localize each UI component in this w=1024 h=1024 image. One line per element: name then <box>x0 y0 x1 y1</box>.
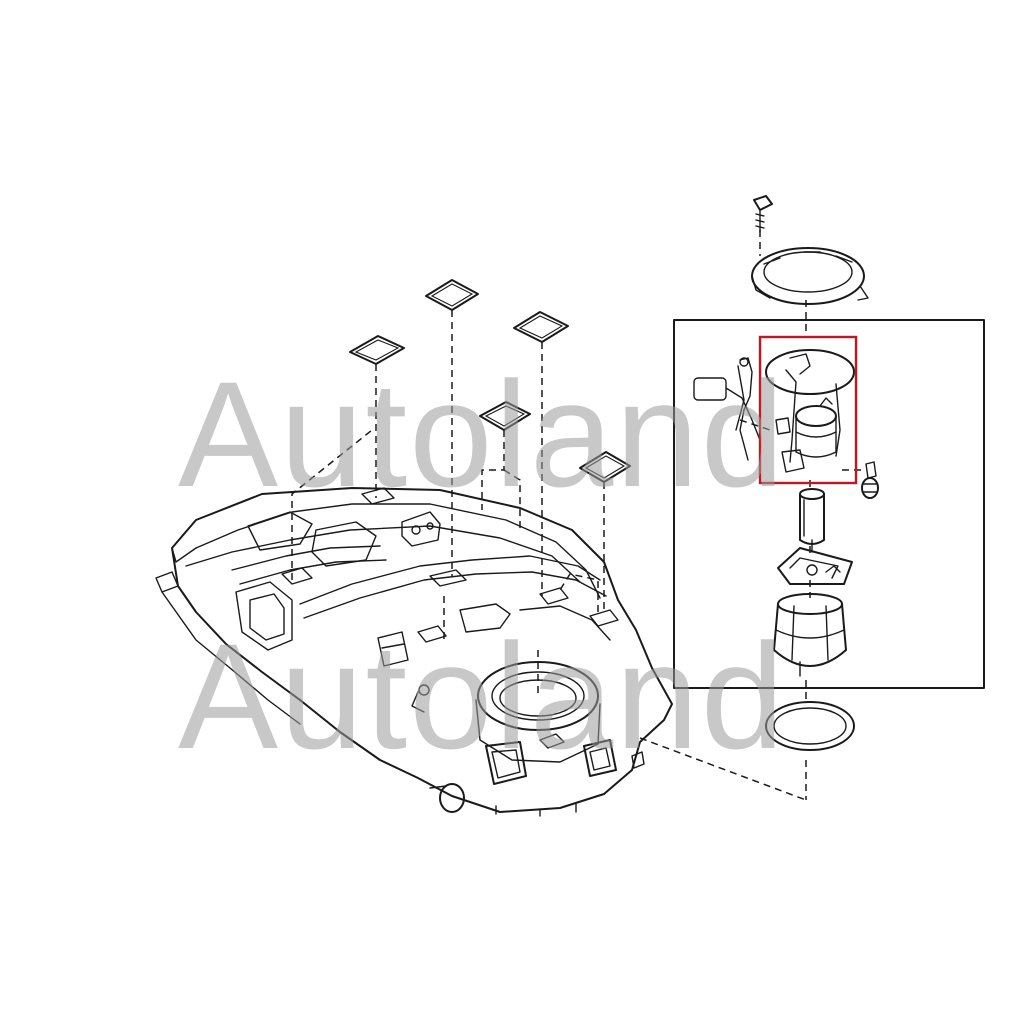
fuel-pump-module-highlight <box>758 335 858 485</box>
tank-pad <box>513 311 569 343</box>
watermark-text-top: Autoland <box>178 350 786 518</box>
check-valve <box>861 461 879 499</box>
tank-pad <box>349 335 405 365</box>
fuel-pump-module <box>765 349 855 473</box>
fuel-level-sender <box>693 357 761 461</box>
pump-bracket <box>777 547 853 585</box>
tank-pads <box>349 279 631 483</box>
fuel-filter <box>773 593 847 677</box>
tank-pad <box>579 451 631 483</box>
retainer-ring <box>751 247 869 305</box>
fuel-tank <box>155 487 673 817</box>
gasket <box>765 701 855 751</box>
screw <box>753 195 773 233</box>
watermark: Autoland Autoland <box>178 350 786 780</box>
fuel-pump <box>799 488 825 553</box>
fuel-pump-module-box <box>673 319 985 689</box>
watermark-text-bottom: Autoland <box>178 612 786 780</box>
tank-pad <box>425 279 479 311</box>
tank-pad <box>479 401 531 431</box>
